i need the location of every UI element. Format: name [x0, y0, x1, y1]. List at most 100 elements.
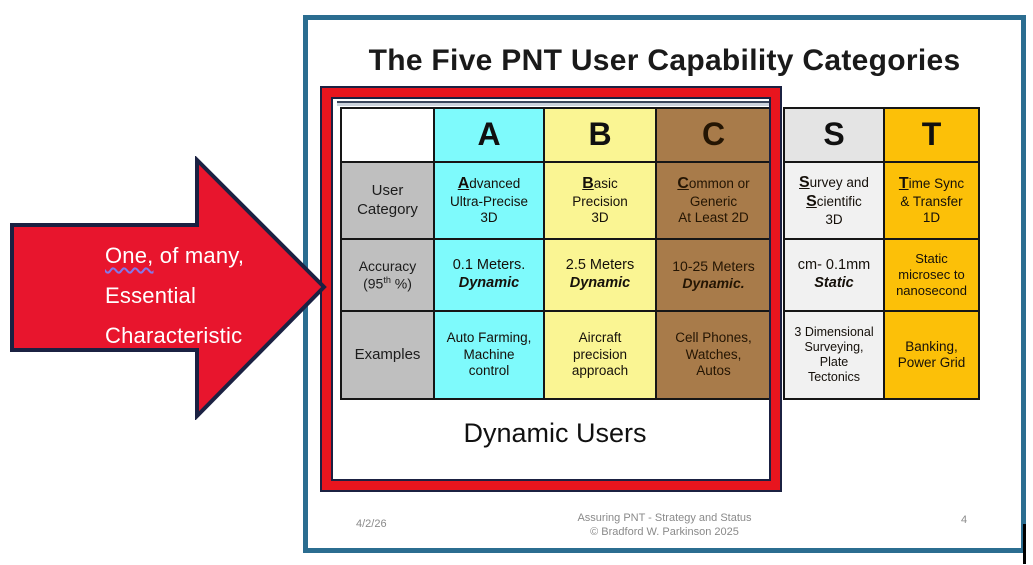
cell-a-examples: Auto Farming, Machine control: [435, 312, 543, 398]
cell-line: nanosecond: [896, 282, 967, 298]
cell-line: Common or: [677, 174, 749, 193]
cell-line: 3D: [591, 210, 609, 226]
cell-c-examples: Cell Phones, Watches, Autos: [657, 312, 770, 398]
row-label-user-category: User Category: [342, 163, 433, 238]
cell-line: 3 Dimensional: [794, 324, 874, 339]
cell-line: Watches,: [685, 346, 742, 362]
cell-line: At Least 2D: [678, 210, 749, 226]
cell-line: Power Grid: [897, 355, 966, 370]
cell-a-accuracy: 0.1 Meters. Dynamic: [435, 240, 543, 310]
cell-c-accuracy: 10-25 Meters Dynamic.: [657, 240, 770, 310]
cell-b-examples: Aircraft precision approach: [545, 312, 655, 398]
cell-line: Surveying,: [804, 339, 864, 354]
cell-line: microsec to: [898, 267, 965, 283]
cell-line: Generic: [689, 193, 738, 209]
cell-b-accuracy: 2.5 Meters Dynamic: [545, 240, 655, 310]
text-cursor: [1023, 524, 1026, 564]
table-corner-cell: [342, 109, 433, 161]
cell-c-category: Common or Generic At Least 2D: [657, 163, 770, 238]
cell-text: cientific: [816, 194, 862, 210]
arrow-callout-text: One, of many, Essential Characteristic: [105, 236, 244, 356]
row-label-examples: Examples: [342, 312, 433, 398]
cell-text: dvanced: [469, 176, 521, 192]
row-label-accuracy: Accuracy (95th %): [342, 240, 433, 310]
arrow-text-line3: Characteristic: [105, 323, 243, 348]
cell-line: cm- 0.1mm: [797, 257, 871, 274]
cell-line: Time Sync: [899, 174, 964, 193]
row-label-line: (95th %): [363, 275, 412, 293]
cell-line: Machine: [463, 346, 515, 362]
table-top-rule-light: [337, 103, 771, 106]
cell-line: Scientific: [806, 192, 862, 211]
footer-date: 4/2/26: [356, 518, 387, 530]
cell-text: ime Sync: [908, 176, 965, 192]
footer-page-number: 4: [960, 514, 968, 526]
cell-text: urvey and: [809, 174, 869, 190]
cell-a-category: Advanced Ultra-Precise 3D: [435, 163, 543, 238]
underlined-initial: S: [799, 173, 810, 191]
cell-s-accuracy: cm- 0.1mm Static: [785, 240, 883, 310]
red-arrow-shape: [10, 156, 327, 420]
cell-line-italic: Static: [814, 275, 854, 291]
cell-line: Precision: [572, 193, 628, 209]
column-header-a: A: [435, 109, 543, 161]
dynamic-users-label: Dynamic Users: [463, 418, 647, 448]
column-header-s: S: [785, 109, 883, 161]
underlined-initial: A: [457, 175, 470, 193]
cell-line: & Transfer: [900, 193, 963, 209]
cell-text: ommon or: [688, 176, 750, 192]
cell-line: Banking,: [905, 338, 958, 354]
cell-line: Tectonics: [807, 370, 861, 385]
cell-s-examples: 3 Dimensional Surveying, Plate Tectonics: [785, 312, 883, 398]
cell-line: 2.5 Meters: [565, 257, 635, 274]
cell-text: asic: [593, 176, 618, 192]
spellcheck-word: One,: [105, 243, 154, 268]
footer-credit-line1: Assuring PNT - Strategy and Status: [577, 512, 752, 524]
cell-line: Auto Farming,: [446, 330, 532, 346]
cell-b-category: Basic Precision 3D: [545, 163, 655, 238]
cell-line: approach: [571, 363, 629, 379]
cell-t-accuracy: Static microsec to nanosecond: [885, 240, 978, 310]
cell-line: Autos: [696, 363, 731, 379]
slide-title: The Five PNT User Capability Categories: [368, 44, 961, 77]
cell-line: Aircraft: [578, 330, 622, 346]
cell-line: 3D: [825, 211, 843, 227]
cell-line: Basic: [582, 174, 618, 193]
capability-table-right: S T Survey and Scientific 3D Time Sync &…: [783, 107, 980, 400]
cell-t-examples: Banking, Power Grid: [885, 312, 978, 398]
cell-line: 0.1 Meters.: [452, 257, 526, 274]
cell-line-italic: Dynamic: [569, 275, 631, 291]
cell-line-italic: Dynamic: [458, 275, 520, 291]
underlined-initial: B: [582, 175, 594, 193]
cell-line-italic: Dynamic.: [682, 275, 745, 291]
row-label-line: Accuracy: [358, 257, 417, 274]
column-header-t: T: [885, 109, 978, 161]
underlined-initial: C: [677, 175, 689, 193]
cell-line: Plate: [819, 355, 849, 369]
label-text: %): [390, 275, 412, 292]
footer-credit: Assuring PNT - Strategy and Status © Bra…: [303, 511, 1026, 540]
cell-line: precision: [572, 346, 628, 362]
underlined-initial: S: [806, 193, 817, 211]
cell-line: Advanced: [458, 174, 521, 193]
cell-line: Ultra-Precise: [449, 193, 528, 209]
cell-line: 3D: [480, 210, 498, 226]
arrow-text-line2: Essential: [105, 283, 197, 308]
red-arrow-path: [10, 156, 327, 420]
row-label-line: Category: [357, 200, 418, 218]
cell-line: 1D: [922, 210, 941, 226]
cell-line: Static: [915, 251, 948, 267]
cell-line: Survey and: [799, 173, 869, 192]
cell-line: control: [468, 363, 510, 379]
cell-s-category: Survey and Scientific 3D: [785, 163, 883, 238]
cell-line: Cell Phones,: [675, 330, 752, 346]
capability-table-left: A B C User Category Advanced Ultra-Preci…: [340, 107, 772, 400]
table-top-rule-dark: [337, 101, 771, 103]
column-header-c: C: [657, 109, 770, 161]
label-superscript: th: [383, 274, 391, 285]
arrow-text-line1: One, of many,: [105, 236, 244, 276]
footer-credit-line2: © Bradford W. Parkinson 2025: [590, 526, 739, 539]
row-label-line: User: [371, 182, 404, 200]
underlined-initial: T: [898, 175, 909, 193]
